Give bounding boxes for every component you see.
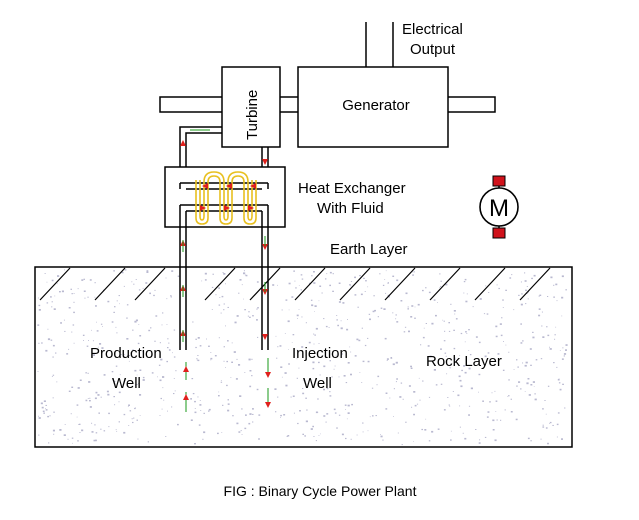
injection-well-label-line2: Well bbox=[303, 375, 332, 392]
production-well-label-line2: Well bbox=[112, 375, 141, 392]
production-well-label-line1: Production bbox=[90, 345, 162, 362]
generator: Generator bbox=[297, 66, 449, 148]
electrical-output-label-line1: Electrical bbox=[402, 21, 463, 38]
exchanger-flow-arrows bbox=[200, 183, 256, 211]
heat-exchanger bbox=[164, 166, 286, 267]
rock-layer-label: Rock Layer bbox=[426, 353, 502, 370]
flow-arrows bbox=[180, 129, 271, 412]
injection-well-label-line1: Injection bbox=[292, 345, 348, 362]
turbine: Turbine bbox=[221, 66, 281, 148]
motor-label: M bbox=[489, 195, 509, 222]
electrical-output-label-line2: Output bbox=[410, 41, 456, 58]
heat-exchanger-coil bbox=[195, 171, 257, 225]
electrical-output-wires bbox=[365, 22, 394, 67]
earth-layer-label: Earth Layer bbox=[330, 241, 408, 258]
heat-exchanger-label-line2: With Fluid bbox=[317, 200, 384, 217]
turbine-label: Turbine bbox=[244, 90, 261, 140]
heat-exchanger-label-line1: Heat Exchanger bbox=[298, 180, 406, 197]
motor-icon: M bbox=[479, 175, 519, 239]
rock-speckle-texture bbox=[37, 269, 568, 446]
generator-label: Generator bbox=[342, 97, 410, 114]
rock-layer-block bbox=[34, 266, 573, 448]
wells bbox=[179, 267, 269, 350]
figure-caption: FIG : Binary Cycle Power Plant bbox=[224, 483, 417, 499]
